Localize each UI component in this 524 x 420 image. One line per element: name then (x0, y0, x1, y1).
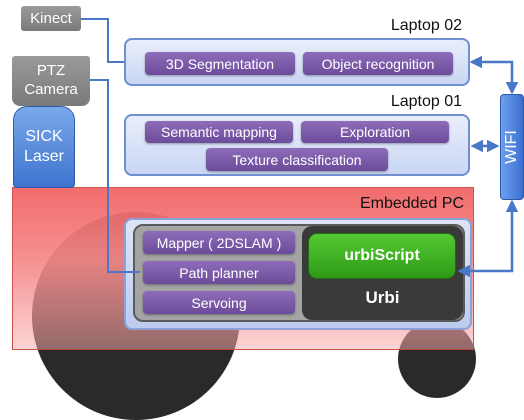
semantic-mapping-module: Semantic mapping (145, 121, 293, 143)
embedded-pc-title: Embedded PC (359, 195, 464, 212)
sick-laser-box: SICK Laser (13, 106, 75, 188)
urbiscript-wifi-arrow (457, 199, 519, 278)
ptz-camera-box: PTZ Camera (12, 56, 90, 106)
laser-label: Laser (23, 148, 65, 165)
connector-arrows (81, 18, 519, 278)
3d-segmentation-module: 3D Segmentation (145, 52, 295, 75)
object-recognition-module: Object recognition (303, 52, 453, 75)
ptz-to-path-planner-wire (90, 79, 140, 273)
kinect-box: Kinect (21, 6, 81, 31)
path-planner-module: Path planner (143, 261, 295, 284)
urbiscript-box: urbiScript (308, 233, 456, 279)
kinect-to-laptop02-wire (81, 18, 124, 63)
urbi-label: Urbi (365, 288, 400, 307)
laptop-01-title: Laptop 01 (390, 93, 462, 110)
servoing-module: Servoing (143, 291, 295, 314)
ptz-label: PTZ (36, 62, 66, 79)
camera-label: Camera (24, 81, 78, 98)
texture-classification-module: Texture classification (206, 148, 388, 171)
laptop02-wifi-arrow (469, 55, 519, 95)
laptop-02-title: Laptop 02 (390, 17, 462, 34)
mapper-module: Mapper ( 2DSLAM ) (143, 231, 295, 254)
exploration-module: Exploration (301, 121, 449, 143)
sick-label: SICK (25, 128, 63, 145)
